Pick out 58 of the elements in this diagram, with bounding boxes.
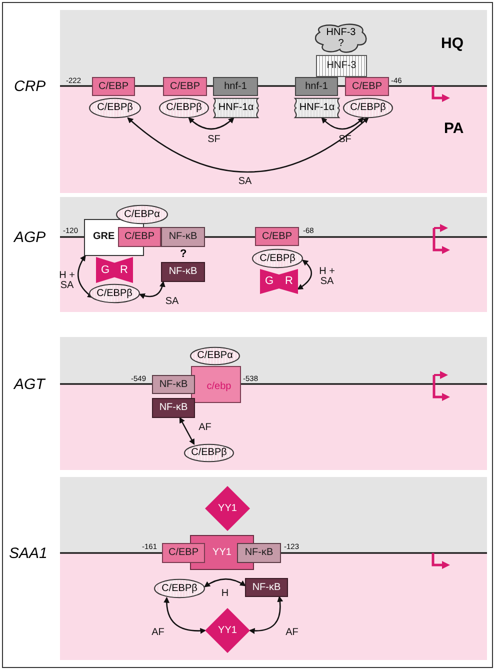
protein-ellipse: C/EBPβ [159, 98, 209, 118]
binding-site-box: C/EBP [118, 227, 161, 247]
interaction-arrow [296, 260, 312, 290]
gene-name: AGP [14, 228, 46, 246]
edge-label: AF [284, 628, 300, 638]
binding-site-box: NF-κB [161, 227, 205, 247]
gene-name: AGT [14, 376, 45, 392]
edge-label: AF [150, 628, 166, 638]
binding-site-box: C/EBP [163, 77, 207, 96]
binding-site-box: hnf-1 [213, 77, 258, 96]
edge-label: H + SA [319, 266, 335, 288]
protein-ellipse: C/EBPβ [184, 444, 234, 462]
interaction-arrow [138, 280, 166, 299]
protein-box: NF-κB [152, 398, 195, 418]
edge-label: SF [206, 134, 222, 145]
protein-ellipse: C/EBPβ [252, 249, 303, 268]
binding-site-box: c/ebp [191, 366, 241, 403]
edge-label: H [220, 588, 230, 599]
interaction-arrow [248, 596, 283, 634]
binding-site-box: C/EBP [162, 543, 205, 563]
protein-shape: HNF-1α [292, 98, 342, 118]
heading: HQ [441, 34, 464, 52]
cloud-shape: HNF-3 ? [313, 23, 369, 54]
heading: PA [444, 120, 464, 136]
protein-shape: HNF-1α [211, 98, 261, 118]
protein-box: NF-κB [161, 262, 205, 282]
binding-site-box: NF-κB [237, 543, 281, 563]
protein-ellipse: C/EBPβ [89, 98, 141, 118]
binding-site-box: C/EBP [92, 77, 135, 96]
binding-site-box: NF-κB [152, 375, 195, 394]
interaction-arrow [127, 117, 369, 173]
protein-box: NF-κB [245, 578, 288, 597]
gene-name: SAA1 [9, 544, 48, 562]
interaction-arrow [204, 578, 246, 588]
interaction-arrow [164, 596, 206, 634]
question-mark: ? [180, 248, 187, 260]
binding-site-box: hnf-1 [295, 77, 338, 96]
binding-site-box: C/EBP [345, 77, 389, 96]
edge-label: SA [164, 296, 180, 307]
protein-diamond: YY1 [205, 608, 250, 653]
protein-ellipse: C/EBPβ [343, 98, 393, 118]
interaction-arrow [179, 416, 195, 446]
binding-site-box: C/EBP [255, 227, 299, 246]
protein-ellipse: C/EBPα [116, 205, 168, 224]
edge-label: SA [237, 176, 253, 187]
protein-ellipse: C/EBPβ [154, 579, 205, 598]
protein-ellipse: C/EBPα [190, 347, 240, 365]
edge-label: AF [198, 422, 212, 433]
interaction-arrow [321, 117, 364, 130]
protein-diamond: YY1 [205, 486, 250, 531]
gene-name: CRP [14, 78, 46, 94]
hatched-box: HNF-3 [316, 55, 367, 77]
protein-ellipse: C/EBPβ [89, 284, 140, 303]
receptor-bowtie: G R [260, 269, 298, 294]
interaction-arrow [188, 117, 234, 130]
receptor-bowtie: G R [96, 257, 133, 283]
edge-label: H + SA [59, 270, 75, 292]
interaction-arrow [77, 255, 94, 298]
